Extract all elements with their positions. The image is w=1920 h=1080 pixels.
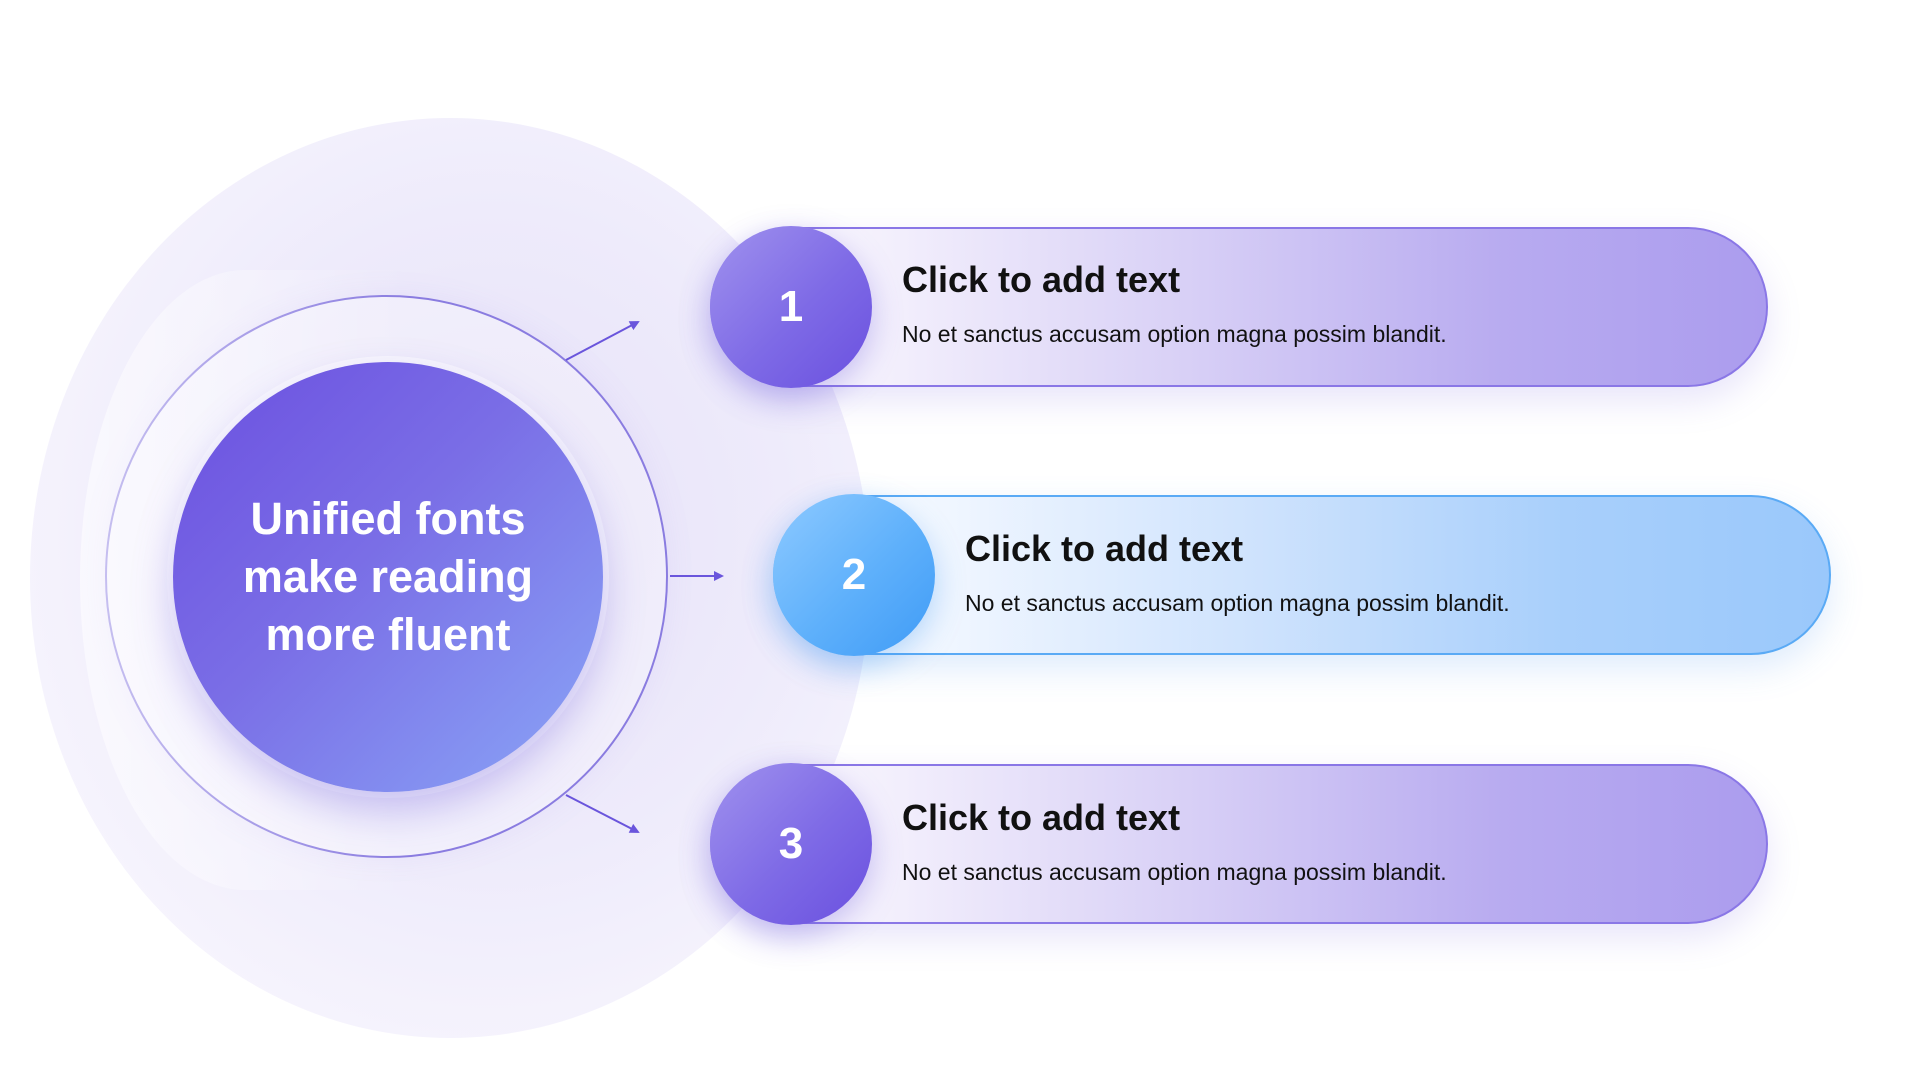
- center-text: Unified fonts make reading more fluent: [242, 493, 534, 660]
- item-2-number: 2: [841, 550, 867, 599]
- item-2-bar[interactable]: [773, 495, 1831, 655]
- item-3-bar[interactable]: [710, 764, 1768, 924]
- item-2-description[interactable]: No et sanctus accusam option magna possi…: [965, 590, 1510, 616]
- item-3-title[interactable]: Click to add text: [902, 797, 1181, 838]
- center-circle[interactable]: Unified fonts make reading more fluent: [173, 362, 603, 792]
- item-3-number-badge: 3: [710, 763, 872, 925]
- item-3-number: 3: [778, 819, 804, 868]
- item-1-number: 1: [778, 282, 804, 331]
- item-1-number-badge: 1: [710, 226, 872, 388]
- item-3-description[interactable]: No et sanctus accusam option magna possi…: [902, 859, 1447, 885]
- item-1-description[interactable]: No et sanctus accusam option magna possi…: [902, 321, 1447, 347]
- item-1-title[interactable]: Click to add text: [902, 259, 1181, 300]
- item-2-title[interactable]: Click to add text: [965, 528, 1244, 569]
- item-1-bar[interactable]: [710, 227, 1768, 387]
- item-2-number-badge: 2: [773, 494, 935, 656]
